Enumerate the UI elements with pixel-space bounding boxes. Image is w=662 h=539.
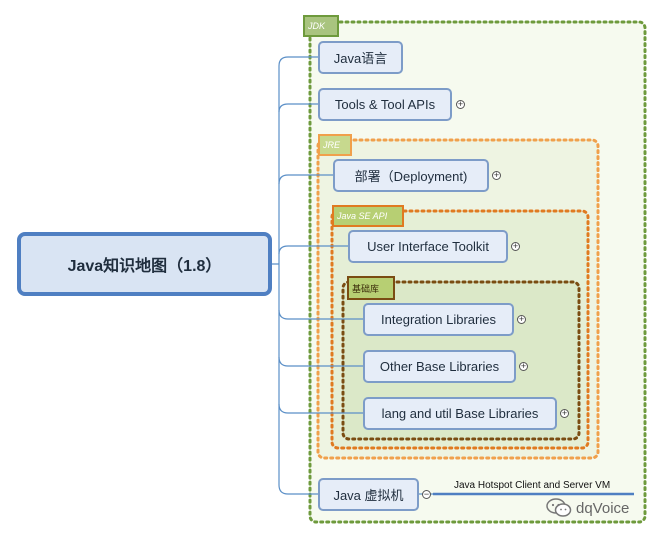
root-topic-java-knowledge-map[interactable]: Java知识地图（1.8） bbox=[17, 232, 272, 296]
branch-connector-ui-toolkit bbox=[278, 245, 348, 255]
expand-deployment-icon[interactable]: + bbox=[492, 170, 501, 180]
collapse-jvm-icon[interactable]: − bbox=[422, 489, 431, 499]
expand-lang-util-icon[interactable]: + bbox=[560, 408, 569, 418]
base-libraries-boundary-tag: 基础库 bbox=[347, 276, 395, 300]
branch-connector-java-language bbox=[278, 56, 318, 67]
branch-connector-integration bbox=[278, 309, 363, 320]
branch-connector-other-base bbox=[278, 356, 363, 367]
jre-boundary-tag: JRE bbox=[318, 134, 352, 156]
node-java-language[interactable]: Java语言 bbox=[318, 41, 403, 74]
branch-connector-lang-util bbox=[278, 403, 363, 414]
node-deployment[interactable]: 部署（Deployment) bbox=[333, 159, 489, 192]
expand-ui-toolkit-icon[interactable]: + bbox=[511, 241, 520, 251]
branch-connector-deployment bbox=[278, 174, 333, 185]
java-se-api-boundary-tag: Java SE API bbox=[332, 205, 404, 227]
expand-integration-icon[interactable]: + bbox=[517, 314, 526, 324]
watermark-text: dqVoice bbox=[576, 499, 630, 517]
node-java-virtual-machine[interactable]: Java 虚拟机 bbox=[318, 478, 419, 511]
trunk-connector bbox=[272, 66, 318, 495]
watermark: dqVoice bbox=[546, 498, 629, 518]
jvm-child-topic-hotspot[interactable]: Java Hotspot Client and Server VM bbox=[454, 480, 611, 491]
node-tools-and-tool-apis[interactable]: Tools & Tool APIs bbox=[318, 88, 452, 121]
node-integration-libraries[interactable]: Integration Libraries bbox=[363, 303, 514, 336]
node-other-base-libraries[interactable]: Other Base Libraries bbox=[363, 350, 516, 383]
branch-connector-tools bbox=[278, 103, 318, 113]
node-user-interface-toolkit[interactable]: User Interface Toolkit bbox=[348, 230, 508, 263]
expand-tools-icon[interactable]: + bbox=[456, 99, 465, 109]
expand-other-base-icon[interactable]: + bbox=[519, 361, 528, 371]
wechat-icon bbox=[546, 498, 572, 517]
jdk-boundary-tag: JDK bbox=[303, 15, 339, 37]
node-lang-and-util-base-libraries[interactable]: lang and util Base Libraries bbox=[363, 397, 557, 430]
